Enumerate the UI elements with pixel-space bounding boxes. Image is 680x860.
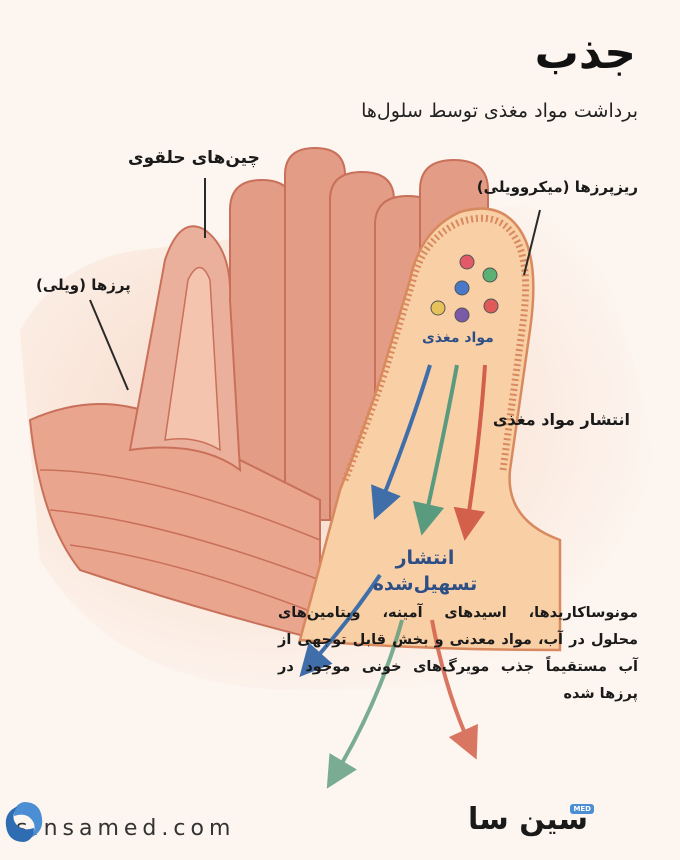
description-text: مونوساکاریدها، اسیدهای آمینه، ویتامین‌ها… xyxy=(278,605,638,702)
nutrient-dot xyxy=(483,298,499,314)
arrow-green-lower xyxy=(326,619,404,789)
circular-fold-core xyxy=(164,266,221,452)
label-nutrients: مواد مغذی xyxy=(422,330,494,346)
brand-logo-icon xyxy=(5,802,43,842)
nutrient-dot xyxy=(430,300,446,316)
page-title: جذب xyxy=(534,28,636,79)
label-microvilli: ریزپرزها (میکروویلی) xyxy=(476,178,638,196)
nutrient-dot xyxy=(459,254,475,270)
nutrient-dots xyxy=(430,254,499,323)
nutrient-dot xyxy=(482,267,498,283)
nutrient-dot xyxy=(454,307,470,323)
label-nutrient-diffusion: انتشار مواد مغذی xyxy=(492,410,630,429)
page-subtitle: برداشت مواد مغذی توسط سلول‌ها xyxy=(361,100,638,122)
label-facilitated-diffusion: انتشار تسهیل‌شده xyxy=(372,547,478,595)
brand-badge: MED xyxy=(570,804,594,814)
arrow-blue-lower xyxy=(299,573,382,677)
leader-lines xyxy=(89,178,541,391)
diffusion-arrows xyxy=(299,364,487,789)
brand-name: سین سا xyxy=(468,802,588,837)
label-villi: پرزها (ویلی) xyxy=(36,276,131,294)
label-circular-folds: چین‌های حلقوی xyxy=(128,148,260,168)
nutrient-dot xyxy=(454,280,470,296)
leader-villi xyxy=(89,299,129,391)
arrow-blue-upper xyxy=(371,364,432,520)
footer-website: sinsamed.com xyxy=(16,816,236,841)
leader-micro xyxy=(523,209,541,276)
arrow-red-lower xyxy=(430,619,478,760)
tissue-layers xyxy=(39,469,321,616)
arrow-green-upper xyxy=(412,364,459,536)
arrow-red-upper xyxy=(453,364,487,541)
tissue-block xyxy=(28,403,321,642)
